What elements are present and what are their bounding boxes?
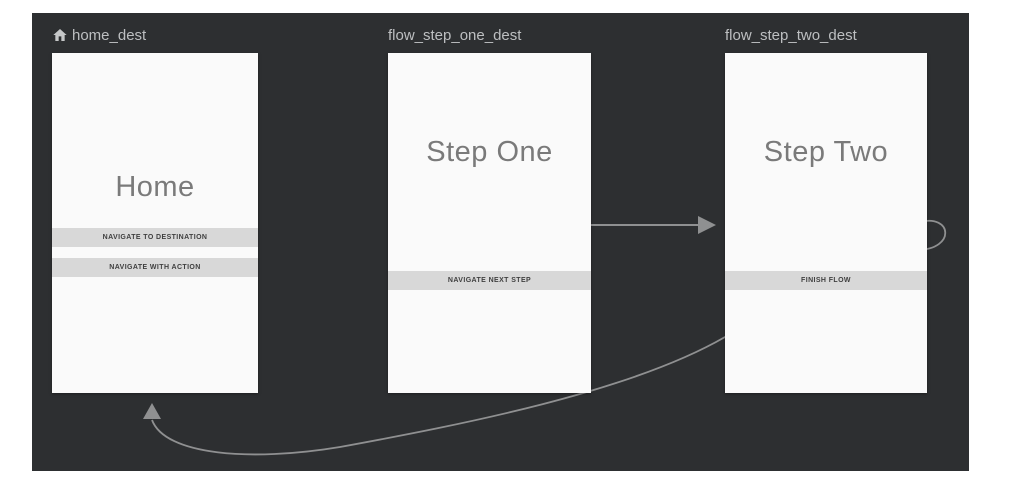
destination-header[interactable]: flow_step_one_dest — [388, 24, 521, 46]
destination-flow_step_one_dest[interactable]: flow_step_one_dest Step One NAVIGATE NEX… — [388, 27, 591, 393]
arrowhead-icon — [698, 216, 716, 234]
screen-preview: Step Two FINISH FLOW — [725, 53, 927, 393]
screen-title: Home — [115, 171, 195, 203]
screen-preview: Step One NAVIGATE NEXT STEP — [388, 53, 591, 393]
preview-button-navigate-to-destination: NAVIGATE TO DESTINATION — [52, 228, 258, 247]
nav-graph-canvas[interactable]: home_dest Home NAVIGATE TO DESTINATION N… — [32, 13, 969, 471]
preview-button-navigate-next-step: NAVIGATE NEXT STEP — [388, 271, 591, 290]
destination-label: flow_step_two_dest — [725, 26, 857, 44]
preview-button-finish-flow: FINISH FLOW — [725, 271, 927, 290]
preview-button-navigate-with-action: NAVIGATE WITH ACTION — [52, 258, 258, 277]
destination-flow_step_two_dest[interactable]: flow_step_two_dest Step Two FINISH FLOW — [725, 27, 927, 393]
home-icon — [53, 29, 67, 41]
destination-label: flow_step_one_dest — [388, 26, 522, 44]
destination-header[interactable]: home_dest — [52, 24, 146, 46]
destination-label: home_dest — [72, 26, 147, 44]
action-step-one-to-step-two[interactable] — [591, 216, 716, 234]
destination-header[interactable]: flow_step_two_dest — [725, 24, 857, 46]
screen-title: Step Two — [763, 136, 889, 168]
screen-title: Step One — [426, 136, 553, 168]
screen-preview: Home NAVIGATE TO DESTINATION NAVIGATE WI… — [52, 53, 258, 393]
destination-home_dest[interactable]: home_dest Home NAVIGATE TO DESTINATION N… — [52, 27, 258, 393]
arrowhead-icon — [143, 403, 161, 419]
